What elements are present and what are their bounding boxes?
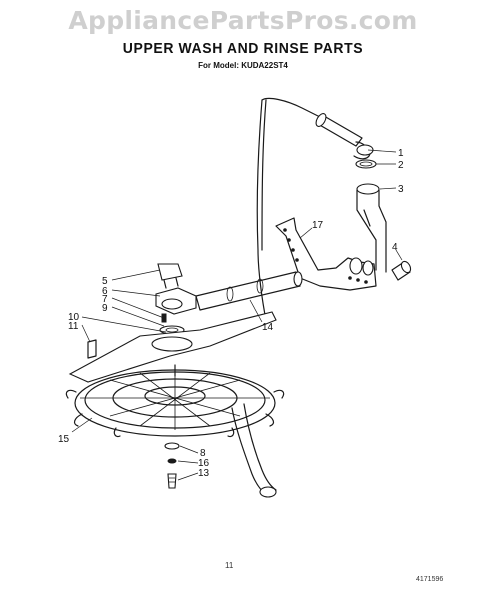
callout-14: 14 [262,322,274,333]
upper-tube-part [315,113,374,160]
leader-lines [71,149,403,481]
callout-labels: 1 2 3 4 5 6 7 9 10 11 14 15 17 8 16 13 [58,148,404,479]
bracket-part [275,217,377,291]
fasteners [164,442,180,489]
callout-5: 5 [102,276,108,287]
callout-2: 2 [398,160,404,171]
callout-1: 1 [398,148,404,159]
callout-10: 10 [68,312,80,323]
callout-9: 9 [102,303,108,314]
page-title: UPPER WASH AND RINSE PARTS [122,39,364,57]
callout-15: 15 [58,434,70,445]
page-number: 11 [225,561,234,570]
callout-3: 3 [398,184,404,195]
callout-16: 16 [198,458,210,469]
supply-tube [231,97,323,498]
elbow-part [356,183,387,273]
reference-number: 4171596 [416,576,444,583]
watermark-text: AppliancePartsPros.com [68,6,418,35]
callout-17: 17 [312,220,324,231]
model-subtitle: For Model: KUDA22ST4 [198,61,288,70]
callout-6: 6 [102,286,108,297]
hub-stack [155,263,197,335]
spray-arm [68,311,277,383]
callout-11: 11 [68,321,79,332]
ring-part [355,159,377,169]
cap-part [391,260,412,281]
arm-tube-part [195,271,303,311]
callout-8: 8 [200,448,206,459]
callout-13: 13 [198,468,210,479]
rack-wheel [65,364,285,438]
callout-4: 4 [392,242,398,253]
callout-7: 7 [102,294,108,305]
